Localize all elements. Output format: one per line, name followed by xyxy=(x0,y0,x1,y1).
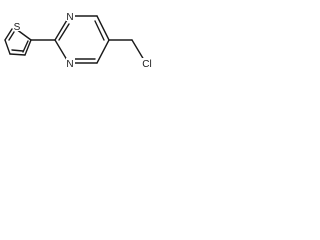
chemical-structure: S N N Cl xyxy=(4,10,154,70)
atom-chlorine: Cl xyxy=(141,58,154,70)
bond-c2-c3 xyxy=(24,39,32,56)
pyrimidine-ring xyxy=(54,15,110,64)
bond-ch2-cl xyxy=(131,39,145,61)
bond-c4-c5 xyxy=(4,39,11,55)
atom-sulfur: S xyxy=(13,21,21,33)
bond-c5-c4 xyxy=(96,39,110,64)
atom-nitrogen-bottom: N xyxy=(66,58,75,70)
nitrogen-bottom-label: N xyxy=(66,59,73,70)
bond-c3-c4 xyxy=(9,53,26,56)
bond-c6-c5 xyxy=(96,15,110,41)
atom-nitrogen-top: N xyxy=(66,10,75,23)
sulfur-label: S xyxy=(14,22,21,33)
bond-c6-c5-inner xyxy=(94,20,105,41)
bond-n3-c2 xyxy=(54,39,68,61)
bond-c2-n1-inner xyxy=(58,23,70,41)
bond-c3-c4-inner xyxy=(11,49,24,52)
bond-c5-s xyxy=(4,28,13,41)
bond-c2-c3-inner xyxy=(22,40,29,53)
bond-c5-s-inner xyxy=(8,31,15,41)
chlorine-label: Cl xyxy=(142,59,151,70)
nitrogen-top-label: N xyxy=(66,12,73,23)
bond-c2-n1 xyxy=(54,19,68,41)
thiophene-ring xyxy=(4,28,32,56)
